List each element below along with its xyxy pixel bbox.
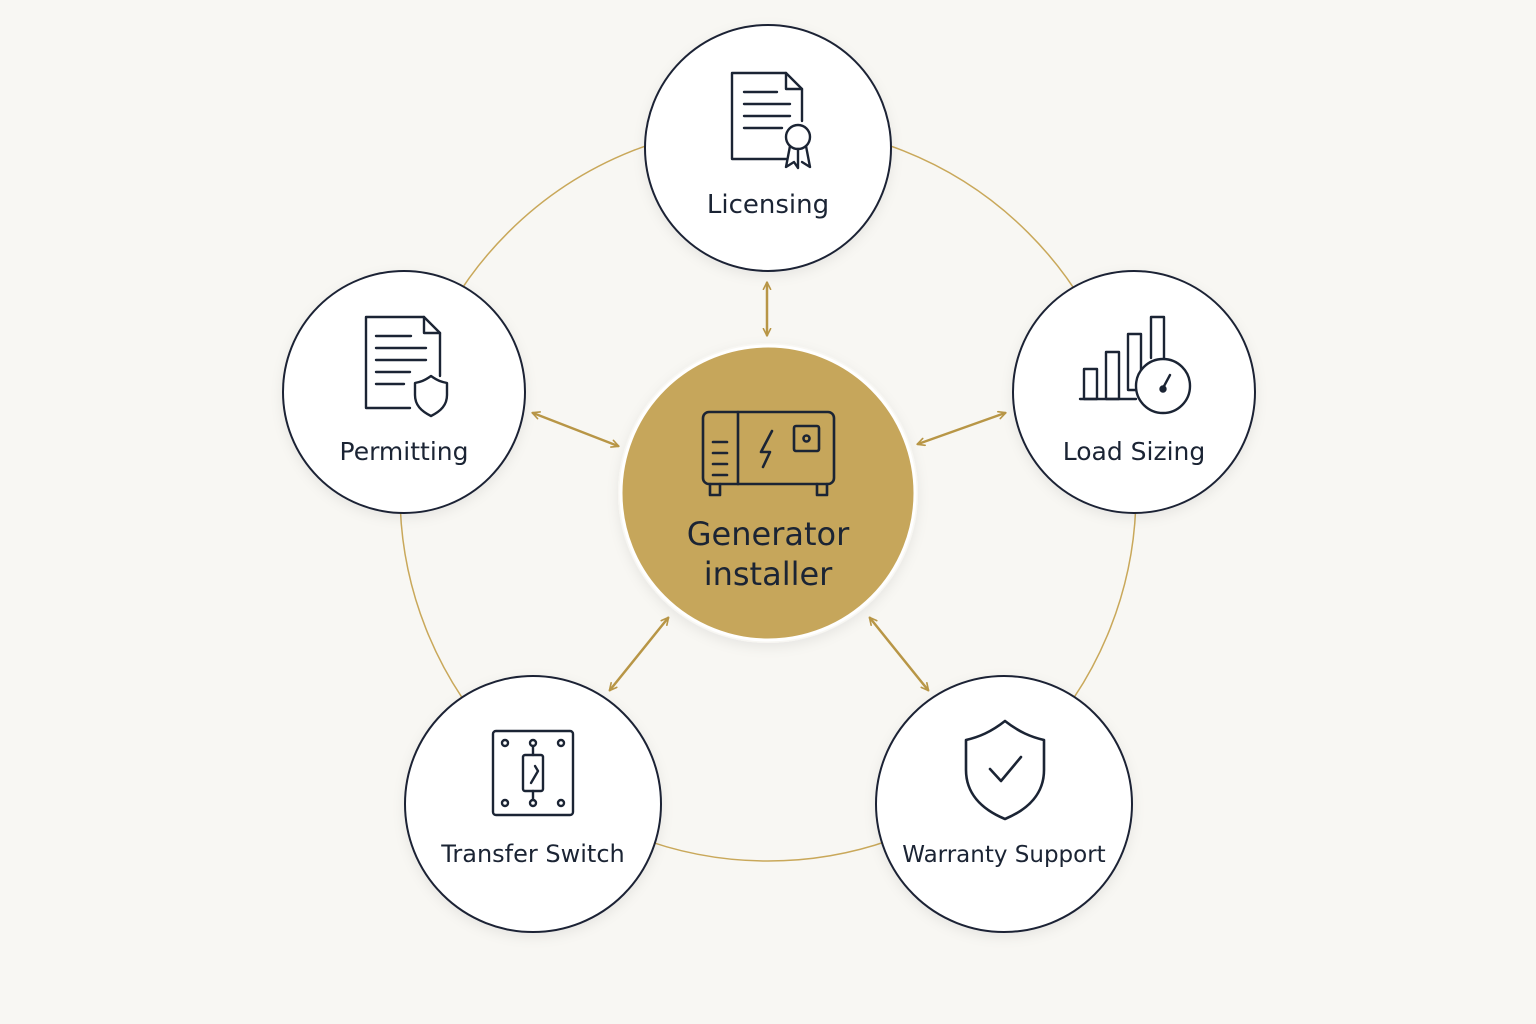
connector-warranty-support bbox=[868, 616, 930, 692]
node-warranty-support[interactable]: Warranty Support bbox=[875, 675, 1133, 933]
node-permitting[interactable]: Permitting bbox=[282, 270, 526, 514]
certificate-document-icon bbox=[730, 71, 812, 170]
generator-icon bbox=[701, 410, 836, 497]
node-load-sizing[interactable]: Load Sizing bbox=[1012, 270, 1256, 514]
shield-check-icon bbox=[964, 719, 1046, 821]
connector-transfer-switch bbox=[608, 616, 670, 692]
bar-chart-gauge-icon bbox=[1078, 315, 1192, 415]
node-label-warranty-support: Warranty Support bbox=[902, 842, 1105, 868]
center-hub: Generator installer bbox=[618, 343, 918, 643]
center-label-line2: installer bbox=[704, 555, 833, 593]
node-label-licensing: Licensing bbox=[707, 190, 829, 220]
node-label-load-sizing: Load Sizing bbox=[1063, 437, 1206, 466]
node-transfer-switch[interactable]: Transfer Switch bbox=[404, 675, 662, 933]
node-label-permitting: Permitting bbox=[340, 437, 469, 466]
node-licensing[interactable]: Licensing bbox=[644, 24, 892, 272]
connector-load-sizing bbox=[916, 410, 1007, 447]
center-label-line1: Generator bbox=[687, 515, 850, 553]
transfer-switch-icon bbox=[491, 729, 575, 817]
document-shield-icon bbox=[364, 315, 449, 418]
connector-permitting bbox=[531, 411, 620, 448]
node-label-transfer-switch: Transfer Switch bbox=[440, 840, 624, 868]
